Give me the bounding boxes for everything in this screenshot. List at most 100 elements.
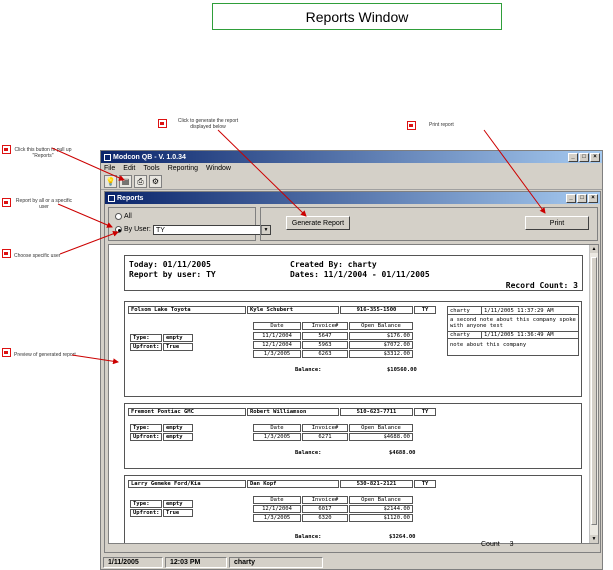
report-by-user: Report by user: TY bbox=[129, 270, 216, 279]
type-label: Type: bbox=[130, 500, 162, 508]
phone: 510-623-7711 bbox=[340, 408, 413, 416]
report-created-by: Created By: charty bbox=[290, 260, 377, 269]
type-value: empty bbox=[163, 334, 193, 342]
type-label: Type: bbox=[130, 424, 162, 432]
reports-maximize-button[interactable]: □ bbox=[577, 193, 587, 203]
contact-name: Kyle Schubert bbox=[247, 306, 339, 314]
col-open-balance: Open Balance bbox=[349, 496, 413, 504]
printer-icon[interactable]: ⎙ bbox=[134, 175, 147, 188]
app-window: Modcon QB - V. 1.0.34 _ □ × File Edit To… bbox=[100, 150, 603, 570]
close-button[interactable]: × bbox=[590, 152, 600, 162]
callout-print: Print report bbox=[407, 119, 454, 130]
contact-name: Robert Williamson bbox=[247, 408, 339, 416]
note-stamp: 1/11/2005 11:37:29 AM bbox=[482, 307, 579, 315]
row-date: 1/3/2005 bbox=[253, 514, 301, 522]
report-record-count: Record Count: 3 bbox=[505, 281, 578, 290]
radio-all-row[interactable]: All bbox=[115, 213, 132, 220]
upfront-label: Upfront: bbox=[130, 433, 162, 441]
report-header: Today: 01/11/2005 Created By: charty Rep… bbox=[124, 255, 583, 291]
reports-window: Reports _ □ × All By User: TY ▼ Generate… bbox=[104, 191, 601, 553]
flag-icon bbox=[2, 348, 11, 357]
menubar: File Edit Tools Reporting Window bbox=[101, 163, 602, 174]
company-name: Folsom Lake Toyota bbox=[128, 306, 246, 314]
type-value: empty bbox=[163, 424, 193, 432]
gear-icon[interactable]: ⚙ bbox=[149, 175, 162, 188]
bulb-icon[interactable]: 💡 bbox=[104, 175, 117, 188]
callout-preview: Preview of generated report bbox=[2, 346, 76, 358]
balance-label: Balance: bbox=[295, 534, 322, 540]
radio-all-label: All bbox=[124, 213, 132, 220]
generate-report-button[interactable]: Generate Report bbox=[286, 216, 350, 230]
count-label: Count bbox=[481, 541, 500, 548]
upfront-value: True bbox=[163, 343, 193, 351]
reports-minimize-button[interactable]: _ bbox=[566, 193, 576, 203]
flag-icon bbox=[2, 145, 11, 154]
callout-choose-user: Choose specific user bbox=[2, 247, 60, 259]
menu-tools[interactable]: Tools bbox=[143, 165, 160, 172]
report-icon[interactable]: ▤ bbox=[119, 175, 132, 188]
user-select[interactable]: TY ▼ bbox=[153, 225, 271, 235]
chevron-down-icon[interactable]: ▼ bbox=[261, 226, 270, 234]
row-invoice: 6263 bbox=[302, 350, 348, 358]
user-code: TY bbox=[414, 306, 436, 314]
row-open-balance: $1120.00 bbox=[349, 514, 413, 522]
menu-edit[interactable]: Edit bbox=[123, 165, 136, 172]
callout-report-user: Report by all or a specific user bbox=[2, 196, 74, 210]
col-invoice: Invoice# bbox=[302, 424, 348, 432]
vertical-scrollbar[interactable]: ▲ ▼ bbox=[589, 245, 598, 543]
row-open-balance: $4688.00 bbox=[349, 433, 413, 441]
col-date: Date bbox=[253, 424, 301, 432]
app-icon bbox=[104, 153, 111, 161]
notes-box: charty 1/11/2005 11:37:29 AM a second no… bbox=[447, 306, 579, 356]
reports-close-button[interactable]: × bbox=[588, 193, 598, 203]
col-invoice: Invoice# bbox=[302, 496, 348, 504]
balance-label: Balance: bbox=[295, 367, 322, 373]
note-text: note about this company bbox=[450, 342, 527, 348]
col-invoice: Invoice# bbox=[302, 322, 348, 330]
menu-file[interactable]: File bbox=[104, 165, 116, 172]
status-bar: 1/11/2005 12:03 PM charty bbox=[101, 556, 604, 569]
radio-all[interactable] bbox=[115, 213, 122, 220]
scroll-up-icon[interactable]: ▲ bbox=[590, 245, 598, 253]
maximize-button[interactable]: □ bbox=[579, 152, 589, 162]
count-value: 3 bbox=[509, 541, 514, 548]
report-actions: Generate Report Print bbox=[260, 207, 598, 241]
callout-generate: Click to generate the report displayed b… bbox=[158, 117, 246, 130]
scroll-thumb[interactable] bbox=[591, 257, 597, 525]
minimize-button[interactable]: _ bbox=[568, 152, 578, 162]
record-card: Folsom Lake Toyota Kyle Schubert 916-355… bbox=[124, 301, 582, 397]
note-text: a second note about this company spoke w… bbox=[450, 317, 576, 329]
upfront-label: Upfront: bbox=[130, 343, 162, 351]
balance-label: Balance: bbox=[295, 450, 322, 456]
app-title: Modcon QB - V. 1.0.34 bbox=[113, 153, 186, 161]
scroll-down-icon[interactable]: ▼ bbox=[590, 535, 598, 543]
user-code: TY bbox=[414, 408, 436, 416]
report-preview[interactable]: Today: 01/11/2005 Created By: charty Rep… bbox=[108, 244, 599, 544]
note-user: charty bbox=[448, 307, 482, 315]
user-code: TY bbox=[414, 480, 436, 488]
contact-name: Dan Kopf bbox=[247, 480, 339, 488]
print-button[interactable]: Print bbox=[525, 216, 589, 230]
record-count-footer: Count 3 bbox=[481, 541, 514, 548]
phone: 916-355-1500 bbox=[340, 306, 413, 314]
user-select-value: TY bbox=[156, 226, 165, 234]
menu-window[interactable]: Window bbox=[206, 165, 231, 172]
flag-icon bbox=[407, 121, 416, 130]
row-invoice: 6320 bbox=[302, 514, 348, 522]
row-date: 1/3/2005 bbox=[253, 350, 301, 358]
radio-by-user-row[interactable]: By User: bbox=[115, 226, 151, 233]
app-titlebar: Modcon QB - V. 1.0.34 _ □ × bbox=[101, 151, 602, 163]
row-date: 12/1/2004 bbox=[253, 505, 301, 513]
page-title: Reports Window bbox=[212, 3, 502, 30]
company-name: Fremont Pontiac GMC bbox=[128, 408, 246, 416]
balance-value: $10560.00 bbox=[387, 367, 417, 373]
menu-reporting[interactable]: Reporting bbox=[167, 165, 199, 172]
callout-pull-up: Click this button to pull up "Reports" bbox=[2, 143, 72, 159]
row-invoice: 5647 bbox=[302, 332, 348, 340]
upfront-label: Upfront: bbox=[130, 509, 162, 517]
flag-icon bbox=[2, 249, 11, 258]
col-open-balance: Open Balance bbox=[349, 424, 413, 432]
radio-by-user[interactable] bbox=[115, 226, 122, 233]
row-invoice: 5963 bbox=[302, 341, 348, 349]
